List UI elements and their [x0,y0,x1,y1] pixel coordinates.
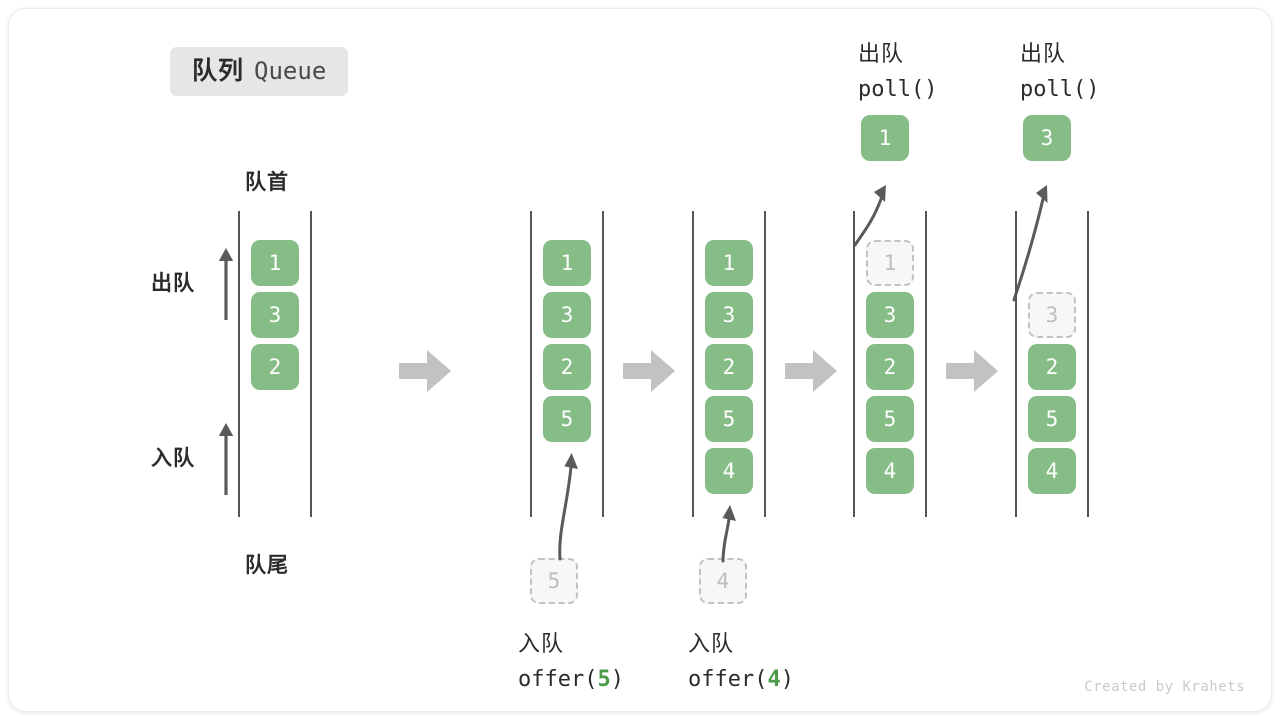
queue-rail-left [853,211,855,517]
queue-item: 2 [1028,344,1076,390]
label-enqueue-direction: 入队 [151,447,195,470]
dequeue-arrow-icon [215,244,237,320]
queue-rail-right [925,211,927,517]
queue-column-initial: 1 3 2 [238,211,312,517]
queue-rail-right [602,211,604,517]
code-prefix: poll( [858,77,925,102]
queue-item: 3 [543,292,591,338]
diagram-title-en: Queue [254,57,327,85]
queue-item: 2 [251,344,299,390]
caption-cn-poll-3: 出队 [1020,41,1067,66]
queue-column-poll-1: 1 3 2 5 4 [853,211,927,517]
queue-item: 1 [705,240,753,286]
queue-item: 1 [251,240,299,286]
queue-item: 2 [705,344,753,390]
code-suffix: ) [780,667,794,692]
enqueue-curve-arrow-icon [544,441,590,561]
watermark-credit: Created by Krahets [1084,679,1245,695]
queue-column-offer-4: 1 3 2 5 4 [692,211,766,517]
enqueue-curve-arrow-icon [711,493,751,563]
popped-item-box: 3 [1023,115,1071,161]
queue-rail-right [310,211,312,517]
chevron-right-icon [946,349,998,393]
queue-item: 3 [866,292,914,338]
enqueue-arrow-icon [215,419,237,495]
queue-rail-left [692,211,694,517]
removed-ghost-box: 3 [1028,292,1076,338]
queue-item: 2 [866,344,914,390]
queue-item: 3 [251,292,299,338]
queue-column-offer-5: 1 3 2 5 [530,211,604,517]
dequeue-curve-arrow-icon [847,177,893,247]
code-suffix: ) [924,77,938,102]
diagram-card: 队列 Queue 队首 队尾 出队 入队 1 3 2 [8,8,1272,712]
incoming-ghost-box: 5 [530,558,578,604]
caption-cn-offer-5: 入队 [518,631,565,656]
code-prefix: offer( [518,667,598,692]
diagram-stage: 队列 Queue 队首 队尾 出队 入队 1 3 2 [9,9,1271,711]
code-suffix: ) [1086,77,1100,102]
queue-rail-left [530,211,532,517]
queue-rail-left [238,211,240,517]
chevron-right-icon [623,349,675,393]
caption-code-offer-4: offer(4) [688,665,794,695]
caption-cn-offer-4: 入队 [688,631,735,656]
queue-rail-right [1087,211,1089,517]
queue-item: 5 [705,396,753,442]
diagram-title-chip: 队列 Queue [170,47,349,96]
label-queue-tail: 队尾 [245,554,289,577]
code-prefix: offer( [688,667,768,692]
queue-column-poll-3: 3 2 5 4 [1015,211,1089,517]
chevron-right-icon [785,349,837,393]
caption-code-poll-3: poll() [1020,75,1099,105]
queue-item: 5 [543,396,591,442]
queue-item: 2 [543,344,591,390]
diagram-title-cn: 队列 [192,57,245,85]
code-arg: 5 [597,667,611,692]
code-prefix: poll( [1020,77,1087,102]
incoming-ghost-box: 4 [699,558,747,604]
queue-item: 3 [705,292,753,338]
label-queue-head: 队首 [245,171,289,194]
chevron-right-icon [399,349,451,393]
caption-code-poll-1: poll() [858,75,937,105]
queue-item: 5 [1028,396,1076,442]
removed-ghost-box: 1 [866,240,914,286]
queue-item: 4 [705,448,753,494]
queue-item: 4 [1028,448,1076,494]
popped-item-box: 1 [861,115,909,161]
queue-rail-right [764,211,766,517]
caption-code-offer-5: offer(5) [518,665,624,695]
caption-cn-poll-1: 出队 [858,41,905,66]
code-arg: 4 [767,667,781,692]
queue-item: 1 [543,240,591,286]
queue-item: 4 [866,448,914,494]
code-suffix: ) [610,667,624,692]
queue-rail-left [1015,211,1017,517]
label-dequeue-direction: 出队 [151,272,195,295]
queue-item: 5 [866,396,914,442]
